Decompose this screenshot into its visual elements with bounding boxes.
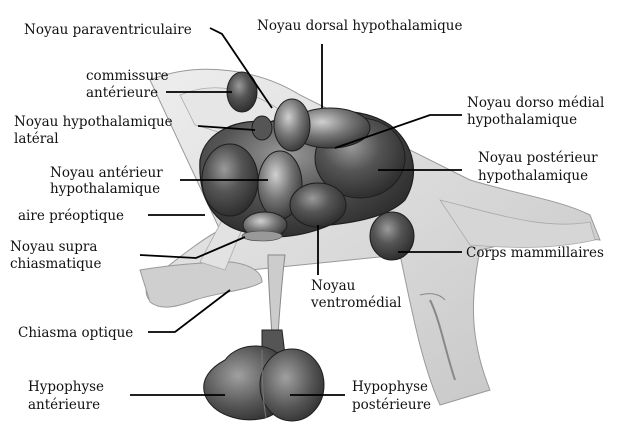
label-posterior-1: Noyau postérieur (478, 150, 598, 166)
label-lateral-1: Noyau hypothalamique (14, 114, 173, 130)
label-posterior-pituitary-1: Hypophyse (352, 379, 428, 395)
label-dorsomedial-2: hypothalamique (467, 112, 577, 128)
label-anterior-commissure-2: antérieure (86, 85, 158, 101)
label-ventromedial-1: Noyau (311, 278, 356, 294)
label-posterior-pituitary-2: postérieure (352, 397, 431, 413)
label-anterior-nucleus-2: hypothalamique (50, 181, 160, 197)
label-suprachiasmatic-2: chiasmatique (10, 256, 101, 272)
label-suprachiasmatic-1: Noyau supra (10, 239, 97, 255)
label-paraventricular: Noyau paraventriculaire (24, 22, 192, 38)
label-anterior-commissure-1: commissure (86, 68, 169, 84)
label-mammillary: Corps mammillaires (466, 245, 604, 261)
label-dorsomedial-1: Noyau dorso médial (467, 95, 604, 111)
pituitary (204, 330, 324, 421)
label-preoptic: aire préoptique (18, 208, 124, 224)
label-posterior-2: hypothalamique (478, 168, 588, 184)
label-lateral-2: latéral (14, 131, 59, 147)
pituitary-stalk (268, 255, 285, 335)
label-anterior-pituitary-2: antérieure (28, 397, 100, 413)
label-dorsal-hypothalamic: Noyau dorsal hypothalamique (257, 18, 462, 34)
label-optic-chiasm: Chiasma optique (18, 325, 133, 341)
label-anterior-pituitary-1: Hypophyse (28, 379, 104, 395)
label-ventromedial-2: ventromédial (310, 295, 401, 311)
label-anterior-nucleus-1: Noyau antérieur (50, 165, 163, 181)
